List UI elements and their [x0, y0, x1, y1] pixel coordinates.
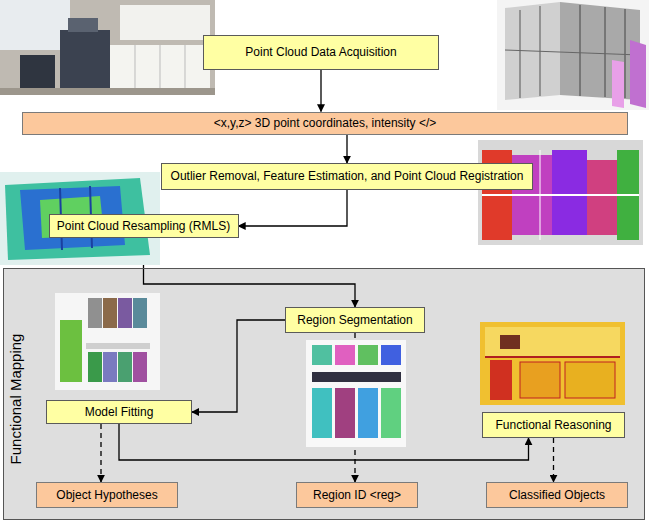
box-label: Model Fitting — [85, 405, 154, 419]
output-connector — [553, 438, 554, 482]
raw-point-cloud — [625, 9, 626, 98]
raw-point-cloud — [505, 50, 640, 55]
fitted-models — [133, 298, 147, 328]
classified-objects-image — [485, 356, 620, 358]
classified-objects-image — [500, 335, 520, 349]
classified-objects-image — [565, 362, 615, 398]
data-band: <x,y,z> 3D point coordinates, intensity … — [22, 112, 628, 135]
flow-arrow — [346, 135, 347, 164]
fitted-models — [88, 352, 102, 382]
kitchen-photo — [0, 0, 215, 95]
process-box: Point Cloud Data Acquisition — [203, 35, 439, 70]
segmented-regions — [312, 388, 332, 438]
fitted-models — [86, 343, 150, 349]
registered-point-cloud — [540, 150, 541, 240]
fitted-models — [118, 298, 132, 328]
classified-objects-image — [485, 327, 620, 357]
kitchen-photo — [0, 88, 215, 95]
segmented-regions — [335, 388, 355, 438]
kitchen-photo — [60, 30, 110, 90]
kitchen-photo — [20, 55, 55, 90]
box-label: Classified Objects — [509, 488, 605, 502]
segmented-regions — [306, 340, 406, 447]
process-box: Model Fitting — [46, 400, 192, 424]
fitted-models — [88, 298, 102, 328]
segmented-regions — [381, 345, 401, 365]
process-box: Point Cloud Resampling (RMLS) — [49, 214, 239, 238]
flow-arrow — [239, 190, 348, 226]
output-connector — [100, 424, 101, 482]
raw-point-cloud — [497, 0, 649, 110]
fitted-models — [55, 293, 160, 390]
kitchen-photo — [110, 45, 210, 90]
process-box: Outlier Removal, Feature Estimation, and… — [161, 163, 533, 190]
kitchen-photo — [135, 45, 136, 90]
registered-point-cloud — [482, 194, 639, 196]
segmented-regions — [381, 388, 401, 438]
box-label: Region Segmentation — [297, 313, 412, 327]
fitted-models — [60, 320, 82, 382]
box-label: Functional Reasoning — [495, 418, 611, 432]
raw-point-cloud — [520, 10, 521, 98]
output-box: Classified Objects — [486, 482, 628, 508]
raw-point-cloud — [605, 7, 606, 97]
fitted-models — [103, 352, 117, 382]
process-box: Functional Reasoning — [482, 412, 625, 438]
fitted-models — [133, 352, 147, 382]
panel-title: Functional Mapping — [6, 314, 26, 484]
raw-point-cloud — [497, 0, 649, 110]
segmented-regions — [335, 345, 355, 365]
kitchen-photo — [0, 0, 215, 95]
registered-point-cloud — [478, 140, 643, 245]
panel-ground — [3, 268, 645, 520]
kitchen-photo — [68, 18, 98, 32]
registered-point-cloud — [552, 150, 587, 235]
raw-point-cloud — [560, 2, 640, 100]
kitchen-photo — [160, 45, 161, 90]
fitted-models — [55, 293, 160, 390]
segmented-regions — [358, 388, 378, 438]
group-panel: Functional Mapping Region SegmentationMod… — [3, 268, 645, 520]
fitted-models — [103, 298, 117, 328]
raw-point-cloud — [580, 5, 581, 96]
box-label: Point Cloud Data Acquisition — [245, 45, 396, 59]
raw-point-cloud — [612, 60, 624, 108]
classified-objects-image — [490, 360, 512, 400]
box-label: Outlier Removal, Feature Estimation, and… — [171, 169, 524, 183]
box-label: Region ID <reg> — [313, 488, 401, 502]
flow-arrow — [320, 70, 321, 112]
segmented-regions — [306, 340, 406, 447]
segmented-regions — [312, 372, 401, 382]
output-box: Object Hypotheses — [36, 482, 178, 508]
classified-objects-image — [480, 322, 625, 405]
kitchen-photo — [0, 0, 70, 50]
box-label: <x,y,z> 3D point coordinates, intensity … — [214, 116, 437, 130]
raw-point-cloud — [630, 40, 646, 108]
registered-point-cloud — [587, 160, 617, 235]
kitchen-photo — [185, 45, 186, 90]
process-box: Region Segmentation — [285, 307, 425, 333]
output-box: Region ID <reg> — [296, 482, 418, 508]
segmented-regions — [358, 345, 378, 365]
flow-arrow — [144, 238, 356, 307]
registered-point-cloud — [478, 140, 643, 245]
classified-objects-image — [480, 322, 625, 405]
flow-arrow — [192, 320, 285, 412]
box-label: Point Cloud Resampling (RMLS) — [57, 219, 230, 233]
kitchen-photo — [120, 5, 210, 40]
classified-objects-image — [520, 362, 560, 398]
segmented-regions — [312, 345, 332, 365]
box-label: Object Hypotheses — [56, 488, 157, 502]
fitted-models — [118, 352, 132, 382]
